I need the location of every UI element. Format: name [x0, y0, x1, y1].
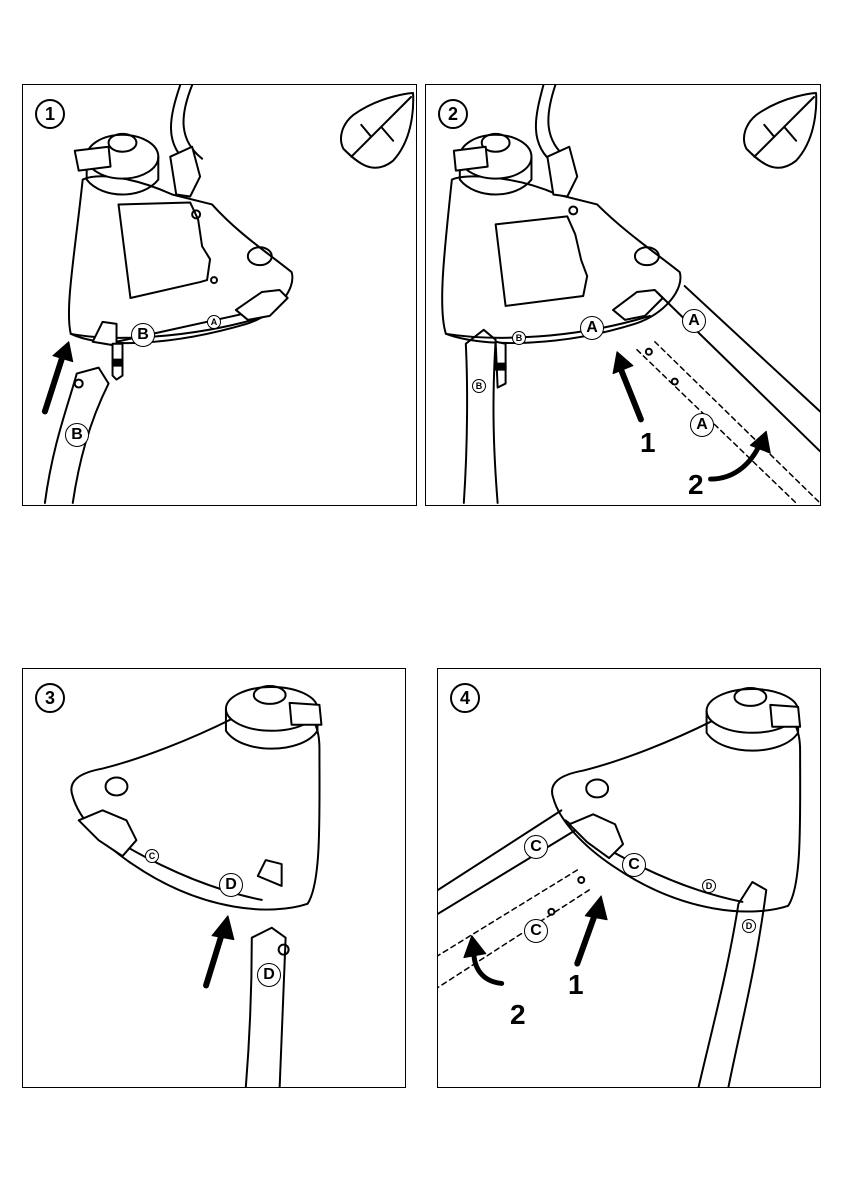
part-label-c: C: [145, 849, 159, 863]
step-4-illustration: [438, 669, 820, 1087]
step-3-number-badge: 3: [35, 683, 65, 713]
part-label-d: D: [702, 879, 716, 893]
step-4-number-badge: 4: [450, 683, 480, 713]
part-label-b: B: [131, 323, 155, 347]
arrow-2-number: 2: [510, 1001, 526, 1029]
leaf-icon: [744, 93, 816, 168]
leg-label-b: B: [65, 423, 89, 447]
step-3-panel: 3 C D D: [22, 668, 406, 1088]
leg-label-d: D: [742, 919, 756, 933]
leg-label-a: A: [682, 309, 706, 333]
arrow-1-number: 1: [640, 429, 656, 457]
leg-dashed-label-c: C: [524, 919, 548, 943]
step-2-illustration: [426, 85, 820, 505]
part-label-d: D: [219, 873, 243, 897]
part-label-c: C: [622, 853, 646, 877]
step-2-number-badge: 2: [438, 99, 468, 129]
leaf-icon: [341, 93, 413, 168]
leg-label-c: C: [524, 835, 548, 859]
step-1-number-badge: 1: [35, 99, 65, 129]
arrow-1-number: 1: [568, 971, 584, 999]
leg-label-b: B: [472, 379, 486, 393]
part-label-b: B: [512, 331, 526, 345]
arrow-2-number: 2: [688, 471, 704, 499]
part-label-a: A: [207, 315, 221, 329]
leg-label-d: D: [257, 963, 281, 987]
part-label-a: A: [580, 316, 604, 340]
step-1-panel: 1 B A B: [22, 84, 417, 506]
leg-dashed-label-a: A: [690, 413, 714, 437]
step-4-panel: 4 C C C D D 1 2: [437, 668, 821, 1088]
step-2-panel: 2 A A A B B 1 2: [425, 84, 821, 506]
step-3-illustration: [23, 669, 405, 1087]
